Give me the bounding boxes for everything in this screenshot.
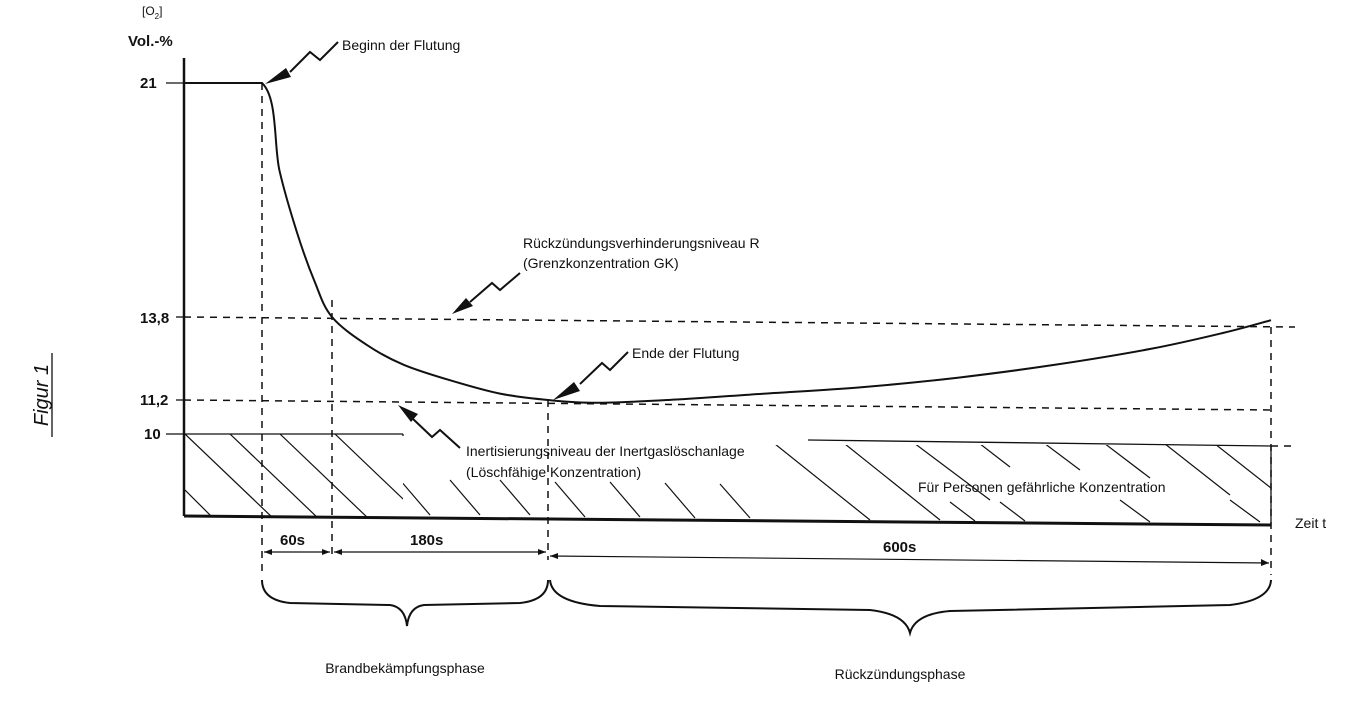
y-tick-13-8: 13,8 xyxy=(140,310,169,327)
x-axis xyxy=(183,514,1272,527)
y-axis-unit: Vol.-% xyxy=(128,33,173,50)
duration-dimensions xyxy=(264,549,1270,566)
x-axis-label: Zeit t xyxy=(1295,515,1326,531)
inerting-level-line xyxy=(183,399,1272,411)
inerting-level-label-2: (Löschfähige Konzentration) xyxy=(466,464,641,480)
duration-180s: 180s xyxy=(410,532,443,549)
y-tick-11-2: 11,2 xyxy=(140,392,168,409)
oxygen-curve xyxy=(184,81,1272,404)
reignition-level-label-2: (Grenzkonzentration GK) xyxy=(523,255,679,271)
inerting-level-label-1: Inertisierungsniveau der Inertgaslöschan… xyxy=(466,443,745,459)
duration-600s: 600s xyxy=(883,539,916,556)
y-tick-10: 10 xyxy=(144,426,161,443)
phase-brace-firefighting xyxy=(261,579,549,627)
y-tick-21: 21 xyxy=(140,75,157,92)
y-axis-symbol: [O2] xyxy=(142,4,162,21)
phase-reignition-label: Rückzündungsphase xyxy=(835,666,966,682)
duration-60s: 60s xyxy=(280,532,305,549)
flooding-start-label: Beginn der Flutung xyxy=(342,37,460,53)
figure-label: Figur 1 xyxy=(31,353,53,437)
flooding-end-label: Ende der Flutung xyxy=(632,345,739,361)
danger-zone-label: Für Personen gefährliche Konzentration xyxy=(918,479,1165,495)
reignition-level-line xyxy=(183,316,1296,328)
phase-brace-reignition xyxy=(549,579,1272,637)
svg-text:Figur 1: Figur 1 xyxy=(31,364,53,426)
phase-firefighting-label: Brandbekämpfungsphase xyxy=(325,660,485,676)
reignition-level-label-1: Rückzündungsverhinderungsniveau R xyxy=(523,235,760,251)
